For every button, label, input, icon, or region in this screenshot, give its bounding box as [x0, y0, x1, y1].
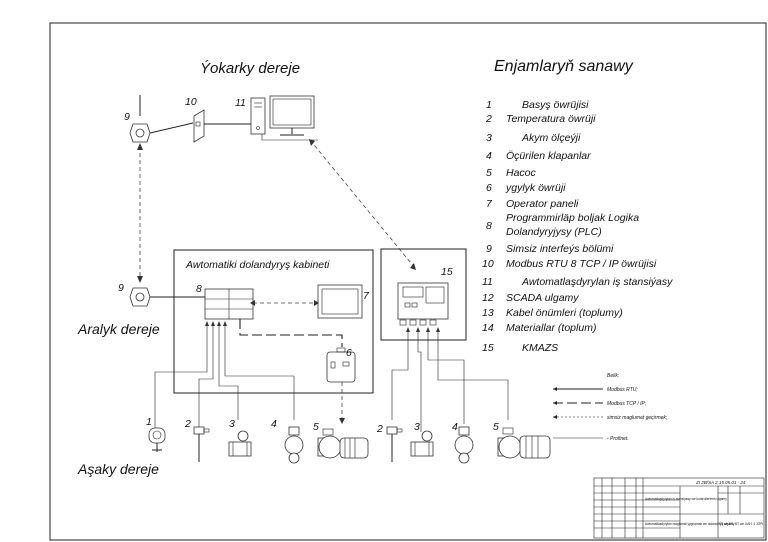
plc-8: [204, 288, 254, 320]
arrow-down: [137, 276, 143, 283]
legend-modbus-rtu: Modbus RTU;: [607, 387, 638, 393]
list-item-label: Programmirläp boljak Logika: [506, 212, 639, 224]
callout-8: 8: [196, 283, 202, 295]
list-item-label: SCADA ulgamy: [506, 292, 579, 304]
legend-wireless: simsiz maglumat geçirmek;: [607, 415, 668, 421]
list-item-label: Kabel önümleri (toplumy): [506, 307, 623, 319]
callout-4b: 4: [452, 421, 458, 433]
title-block-desc2: Awtomatlaşdyrylan maglumat ýygnamak we d…: [645, 522, 735, 526]
pump-5a: [317, 428, 369, 459]
field-wiring-left: [154, 321, 345, 436]
callout-2b: 2: [376, 423, 383, 435]
list-item-label: Awtomatlaşdyrylan iş stansiýasy: [521, 276, 673, 288]
callout-11: 11: [235, 97, 246, 109]
callout-9-middle: 9: [118, 282, 124, 294]
flow-meter-3b: [410, 430, 434, 457]
equipment-list-title: Enjamlaryň sanawy: [494, 58, 634, 75]
list-item-number: 1: [486, 99, 492, 111]
list-item-number: 7: [486, 198, 493, 210]
operator-panel-7: [317, 284, 363, 319]
list-item-number: 8: [486, 220, 492, 232]
middle-level-label: Aralyk dereje: [77, 321, 160, 337]
callout-5a: 5: [313, 421, 319, 433]
converter-10: [193, 109, 252, 143]
flow-meter-3a: [228, 430, 252, 457]
list-item-label: Simsiz interfeýs bölümi: [506, 243, 614, 255]
callout-10: 10: [185, 96, 197, 108]
control-cabinet: [173, 249, 374, 394]
workstation-11: [250, 95, 318, 141]
temperature-sensor-2b: [386, 426, 403, 462]
lower-level-label: Aşaky dereje: [77, 461, 159, 477]
wireless-unit-middle: [129, 287, 205, 307]
list-item-label: Materiallar (toplum): [506, 322, 596, 334]
list-item-label: Temperatura öwrüji: [506, 113, 596, 125]
kmazs-box: [380, 248, 467, 341]
drawing-frame: [49, 22, 767, 541]
callout-3b: 3: [414, 421, 420, 433]
heat-converter-6: [326, 347, 356, 383]
title-block-org: ÝT we DS, BT we UAH, 4 JÖPr.: [719, 522, 764, 526]
list-item-label: Operator paneli: [506, 198, 579, 210]
legend-modbus-tcp: Modbus TCP / IP;: [607, 401, 647, 407]
list-item-number: 9: [486, 243, 492, 255]
list-item-number: 13: [482, 307, 494, 319]
kmazs-unit-15: [397, 282, 449, 326]
line-legend: Belik: Modbus RTU; Modbus TCP / IP; sims…: [553, 373, 668, 442]
title-block-desc1: Awtomatlaşdyrylan iş stansiýasy we kontr…: [645, 497, 727, 501]
cabinet-title: Awtomatiki dolandyryş kabineti: [185, 259, 330, 271]
field-wiring-right: [391, 327, 509, 432]
list-item-label: KMAZS: [522, 342, 558, 354]
callout-5b: 5: [493, 421, 499, 433]
list-item-label: Hacoc: [506, 167, 537, 179]
valve-4b: [454, 426, 474, 464]
pump-5b: [497, 427, 551, 459]
upper-level-label: Ýokarky dereje: [200, 60, 300, 77]
list-item-number: 3: [486, 132, 492, 144]
list-item-number: 12: [482, 292, 494, 304]
list-item-number: 4: [486, 150, 492, 162]
callout-1: 1: [146, 416, 152, 428]
line-legend-title: Belik:: [607, 373, 620, 379]
callout-6: 6: [346, 347, 352, 359]
callout-9-top: 9: [124, 111, 130, 123]
list-item-number: 11: [482, 276, 493, 288]
title-block: ZI 2B/SA 2.15.05.01 - 24 Awtomatlaşdyryl…: [593, 477, 765, 539]
arrow-diag-bottom: [410, 263, 416, 270]
valve-4a: [284, 426, 304, 464]
temperature-sensor-2a: [193, 426, 210, 462]
arrow-up: [137, 143, 143, 150]
callout-4a: 4: [271, 418, 277, 430]
pressure-sensor-1: [148, 427, 166, 452]
list-item-number: 5: [486, 167, 492, 179]
list-item-number: 15: [482, 342, 494, 354]
legend-profinet: - Profinet.: [607, 436, 629, 442]
list-item-label: Modbus RTU 8 TCP / IP öwrüjisi: [506, 258, 657, 270]
list-item-label: Öçürilen klapanlar: [506, 150, 591, 162]
list-item-number: 6: [486, 182, 492, 194]
arrow-left: [250, 300, 255, 306]
callout-2a: 2: [184, 418, 191, 430]
title-block-code: ZI 2B/SA 2.15.05.01 - 24: [695, 480, 746, 485]
arrow-diag-top: [309, 139, 315, 146]
equipment-list: 1 Basyş öwrüjisi 2 Temperatura öwrüji 3 …: [482, 99, 673, 354]
list-item-number: 14: [482, 322, 494, 334]
callout-7: 7: [363, 290, 370, 302]
plc-heat-link: [239, 319, 343, 347]
list-item-label: Basyş öwrüjisi: [522, 99, 589, 111]
list-item-label: ygylyk öwrüji: [505, 182, 566, 194]
list-item-number: 10: [482, 258, 494, 270]
list-item-label: Dolandyryjysy (PLC): [506, 226, 602, 238]
wireless-unit-top: [129, 95, 194, 143]
arrow-right: [314, 300, 319, 306]
callout-3a: 3: [229, 418, 235, 430]
list-item-label: Akym ölçeýji: [521, 132, 581, 144]
list-item-number: 2: [485, 113, 492, 125]
callout-15: 15: [441, 266, 453, 278]
